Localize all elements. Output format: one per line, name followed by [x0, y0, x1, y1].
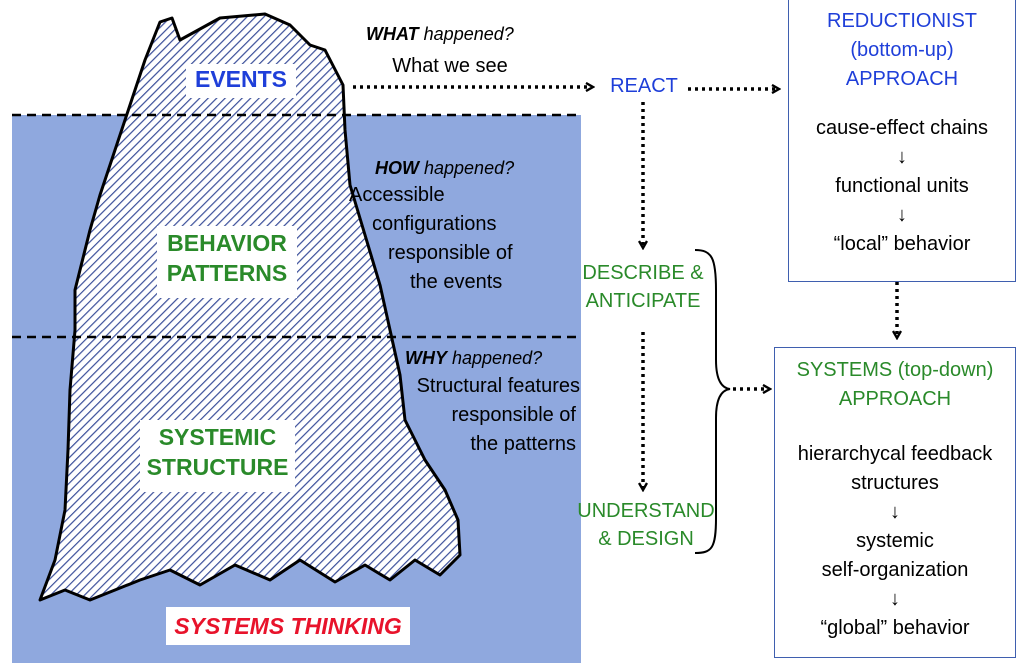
reductionist-title-3: APPROACH	[845, 68, 959, 90]
why-line-3: the patterns	[470, 433, 576, 455]
why-question-rest: happened?	[447, 348, 543, 368]
why-question: WHY happened?	[405, 348, 542, 369]
systemic-line: SYSTEMIC	[158, 424, 277, 450]
cause-effect-item: cause-effect chains	[816, 117, 988, 139]
how-question-key: HOW	[375, 158, 419, 178]
describe-line: DESCRIBE &	[582, 262, 704, 284]
global-behavior-item: “global” behavior	[820, 617, 970, 639]
systems-title-1: SYSTEMS (top-down)	[796, 359, 994, 381]
what-question-rest: happened?	[418, 24, 514, 44]
systems-title-2: APPROACH	[838, 388, 952, 410]
what-description: What we see	[392, 55, 508, 77]
why-question-key: WHY	[405, 348, 447, 368]
systems-chain: hierarchycal feedback structures ↓ syste…	[775, 440, 1015, 643]
reductionist-chain: cause-effect chains ↓ functional units ↓…	[789, 114, 1015, 259]
why-line-2: responsible of	[451, 404, 576, 426]
reductionist-approach-box: REDUCTIONIST (bottom-up) APPROACH cause-…	[788, 0, 1016, 282]
what-question-key: WHAT	[366, 24, 419, 44]
down-arrow-icon: ↓	[890, 588, 900, 610]
events-label: EVENTS	[186, 64, 296, 98]
understand-line: UNDERSTAND	[577, 500, 715, 522]
self-organization-line-2: self-organization	[821, 559, 969, 581]
systems-title: SYSTEMS (top-down) APPROACH	[775, 356, 1015, 414]
systems-thinking-label: SYSTEMS THINKING	[166, 607, 410, 645]
feedback-structures-line-2: structures	[851, 472, 939, 494]
design-line: & DESIGN	[598, 528, 694, 550]
react-label: REACT	[610, 75, 678, 97]
behavior-patterns-label: BEHAVIOR PATTERNS	[157, 226, 297, 298]
feedback-structures-line-1: hierarchycal feedback	[797, 443, 993, 465]
how-line-3: responsible of	[388, 242, 513, 264]
systemic-structure-label: SYSTEMIC STRUCTURE	[140, 420, 295, 492]
reductionist-title-1: REDUCTIONIST	[827, 10, 977, 32]
reductionist-title-2: (bottom-up)	[850, 39, 954, 61]
functional-units-item: functional units	[835, 175, 969, 197]
self-organization-line-1: systemic	[856, 530, 934, 552]
reductionist-title: REDUCTIONIST (bottom-up) APPROACH	[789, 7, 1015, 94]
how-line-4: the events	[410, 271, 503, 293]
structure-line: STRUCTURE	[146, 454, 289, 480]
understand-design-label: UNDERSTAND & DESIGN	[576, 497, 716, 553]
patterns-line: PATTERNS	[166, 260, 288, 286]
how-question: HOW happened?	[375, 158, 514, 179]
grouping-brace	[694, 249, 731, 554]
how-question-rest: happened?	[419, 158, 515, 178]
describe-anticipate-label: DESCRIBE & ANTICIPATE	[578, 259, 708, 315]
down-arrow-icon: ↓	[897, 204, 907, 226]
down-arrow-icon: ↓	[897, 146, 907, 168]
how-line-2: configurations	[372, 213, 497, 235]
how-line-1: Accessible	[349, 184, 445, 206]
behavior-line: BEHAVIOR	[167, 230, 287, 256]
systems-approach-box: SYSTEMS (top-down) APPROACH hierarchycal…	[774, 347, 1016, 658]
how-description: Accessible configurations responsible of…	[345, 181, 545, 297]
anticipate-line: ANTICIPATE	[585, 290, 701, 312]
down-arrow-icon: ↓	[890, 501, 900, 523]
why-line-1: Structural features	[416, 375, 580, 397]
why-description: Structural features responsible of the p…	[388, 372, 580, 459]
what-question: WHAT happened?	[366, 24, 514, 45]
local-behavior-item: “local” behavior	[833, 233, 971, 255]
